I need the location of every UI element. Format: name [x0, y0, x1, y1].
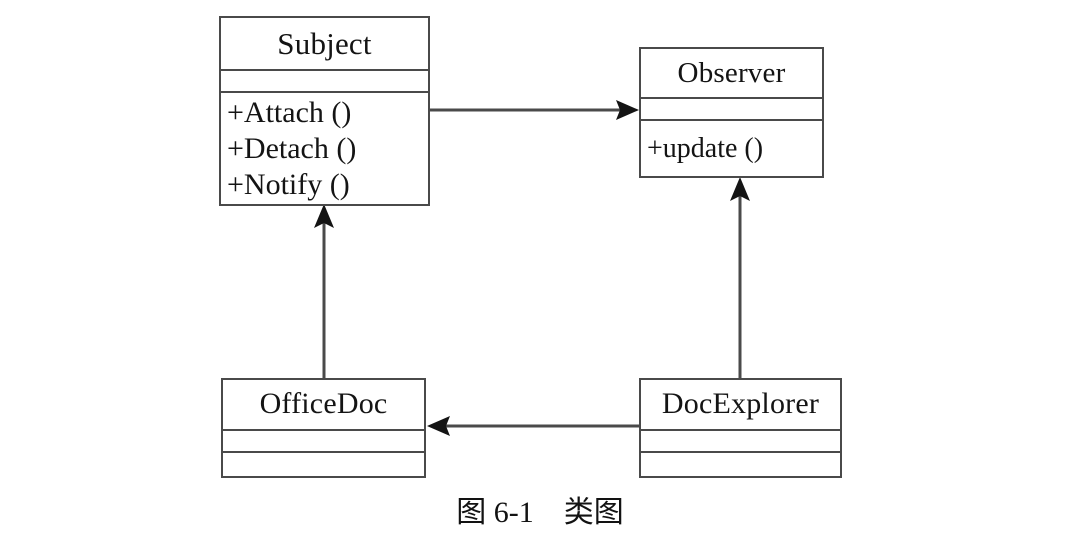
uml-separator [223, 451, 424, 454]
uml-class-name-docexplorer: DocExplorer [661, 387, 820, 421]
uml-operations-compartment-observer: +update () [641, 121, 822, 176]
relationship-subject-to-observer [430, 100, 639, 120]
uml-class-observer[interactable]: Observer +update () [639, 47, 824, 178]
uml-class-officedoc[interactable]: OfficeDoc [221, 378, 426, 478]
uml-class-docexplorer[interactable]: DocExplorer [639, 378, 842, 478]
uml-separator [641, 97, 822, 99]
uml-attributes-compartment-observer [641, 99, 822, 119]
relationship-docexplorer-to-observer [730, 177, 750, 378]
uml-separator [641, 428, 840, 431]
uml-operations-compartment-subject: +Attach () +Detach () +Notify () [221, 93, 428, 204]
uml-operation: +Detach () [227, 131, 357, 165]
uml-operation: +Attach () [227, 95, 352, 129]
uml-class-name-observer: Observer [677, 56, 786, 89]
uml-class-subject[interactable]: Subject +Attach () +Detach () +Notify () [219, 16, 430, 206]
uml-class-name-subject: Subject [277, 26, 372, 61]
figure-caption: 图 6-1 类图 [456, 496, 624, 529]
uml-separator [221, 69, 428, 71]
uml-operation: +update () [647, 132, 764, 164]
uml-separator [221, 91, 428, 93]
uml-separator [641, 119, 822, 121]
uml-separator [223, 428, 424, 431]
uml-operations-compartment-officedoc [223, 453, 424, 476]
uml-separator [641, 451, 840, 454]
relationship-officedoc-to-subject [314, 204, 334, 378]
uml-attributes-compartment-subject [221, 71, 428, 91]
uml-attributes-compartment-officedoc [223, 431, 424, 452]
uml-operations-compartment-docexplorer [641, 453, 840, 476]
relationship-docexplorer-to-officedoc [427, 416, 639, 436]
uml-attributes-compartment-docexplorer [641, 431, 840, 452]
uml-operation: +Notify () [227, 167, 350, 201]
uml-class-name-officedoc: OfficeDoc [259, 387, 388, 421]
